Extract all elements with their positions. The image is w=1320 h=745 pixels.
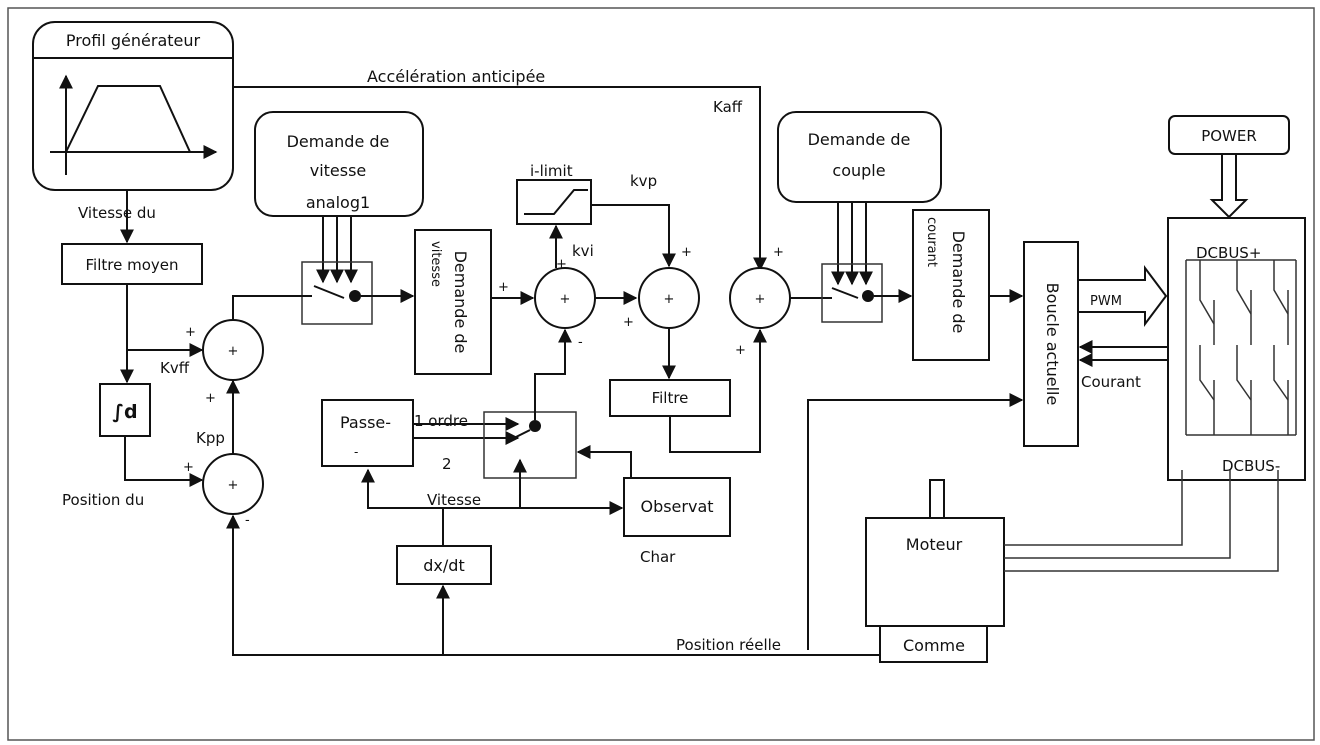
label-position-du: Position du: [62, 491, 144, 509]
sum-junction-speed-error: +: [534, 267, 596, 329]
sign-speed-plus: +: [498, 280, 509, 295]
current-demand-vertical-label: Demande de: [949, 231, 968, 334]
label-order2: 2: [442, 455, 452, 473]
sign-sum5-plus-bottom: +: [735, 343, 746, 358]
sign-sum3-plus: +: [556, 257, 567, 272]
speed-demand-line3: analog1: [306, 193, 370, 212]
dcbus-minus-label: DCBUS-: [1222, 457, 1280, 475]
observer-block: Observat: [623, 477, 731, 537]
motor-label: Moteur: [906, 535, 963, 554]
power-block: POWER: [1168, 115, 1290, 155]
encoder-label: Comme: [903, 636, 965, 655]
sign-sum5-plus-top: +: [773, 245, 784, 260]
derivative-block: dx/dt: [396, 545, 492, 585]
svg-text:+: +: [755, 292, 766, 307]
sum-junction-kvff: +: [202, 319, 264, 381]
filter-block: Filtre: [609, 379, 731, 417]
svg-text:+: +: [228, 478, 239, 493]
sign-sum4-plus-left: +: [623, 315, 634, 330]
profile-generator-title: Profil générateur: [66, 31, 201, 50]
svg-text:+: +: [228, 344, 239, 359]
i-limit-block: i-limit: [516, 162, 592, 225]
speed-demand-vertical-cut: vitesse: [428, 241, 443, 287]
label-kvi: kvi: [572, 242, 594, 260]
integrator-block: ∫d: [99, 383, 151, 437]
speed-demand-analog-block: Demande de vitesse analog1: [254, 111, 424, 217]
torque-demand-line1: Demande de: [808, 130, 911, 149]
lowpass-label: Passe-: [340, 413, 391, 432]
label-kpp: Kpp: [196, 429, 225, 447]
sign-kpp-plus: +: [183, 460, 194, 475]
current-demand-vertical-cut: courant: [924, 217, 939, 267]
mean-filter-label: Filtre moyen: [86, 256, 179, 274]
label-kaff: Kaff: [713, 98, 743, 116]
label-position-reelle: Position réelle: [676, 636, 781, 654]
inverter-block: DCBUS+ DCBUS-: [1167, 217, 1306, 481]
current-loop-block: Boucle actuelle: [1023, 241, 1079, 447]
i-limit-label: i-limit: [530, 162, 573, 180]
dcbus-plus-label: DCBUS+: [1196, 244, 1261, 262]
label-feedforward-accel: Accélération anticipée: [367, 67, 545, 86]
pwm-arrow: PWM: [1077, 265, 1168, 327]
label-order1: 1 ordre: [414, 412, 468, 430]
profile-generator-block: Profil générateur: [32, 21, 234, 191]
label-char: Char: [640, 548, 676, 566]
speed-demand-line1: Demande de: [287, 132, 390, 151]
current-loop-label: Boucle actuelle: [1043, 283, 1062, 406]
torque-demand-line2: couple: [832, 161, 885, 180]
speed-demand-vertical-label: Demande de: [451, 251, 470, 354]
svg-text:+: +: [664, 292, 675, 307]
derivative-label: dx/dt: [423, 556, 464, 575]
label-courant: Courant: [1081, 373, 1141, 391]
lowpass-block: Passe- -: [321, 399, 414, 467]
integrator-label: ∫d: [112, 401, 137, 423]
sign-kpp-minus: -: [245, 513, 250, 528]
torque-demand-block: Demande de couple: [777, 111, 942, 203]
label-kvp: kvp: [630, 172, 657, 190]
speed-demand-vertical-block: Demande de vitesse: [414, 229, 492, 375]
sum-junction-kpp: +: [202, 453, 264, 515]
lowpass-cut: -: [354, 445, 358, 459]
filter-label: Filtre: [652, 389, 689, 407]
sum-junction-pi: +: [638, 267, 700, 329]
label-vitesse-du: Vitesse du: [78, 204, 156, 222]
sign-sum3-minus: -: [578, 335, 583, 350]
outer-frame: [7, 7, 1315, 741]
motor-block: Moteur Comme: [865, 479, 1005, 663]
label-kvff: Kvff: [160, 359, 190, 377]
label-vitesse: Vitesse: [427, 491, 481, 509]
pwm-label: PWM: [1090, 294, 1122, 309]
sign-sum4-plus-top: +: [681, 245, 692, 260]
mean-filter-block: Filtre moyen: [61, 243, 203, 285]
speed-source-switch: [301, 261, 373, 325]
torque-source-switch: [821, 263, 883, 323]
sign-kvff-plus: +: [185, 325, 196, 340]
speed-feedback-switch: [483, 411, 577, 479]
sum-junction-torque: +: [729, 267, 791, 329]
power-label: POWER: [1201, 127, 1257, 145]
speed-demand-line2: vitesse: [310, 161, 367, 180]
current-demand-vertical-block: Demande de courant: [912, 209, 990, 361]
observer-label: Observat: [640, 497, 713, 516]
svg-text:+: +: [560, 292, 571, 307]
sign-kvff-plus-lower: +: [205, 391, 216, 406]
